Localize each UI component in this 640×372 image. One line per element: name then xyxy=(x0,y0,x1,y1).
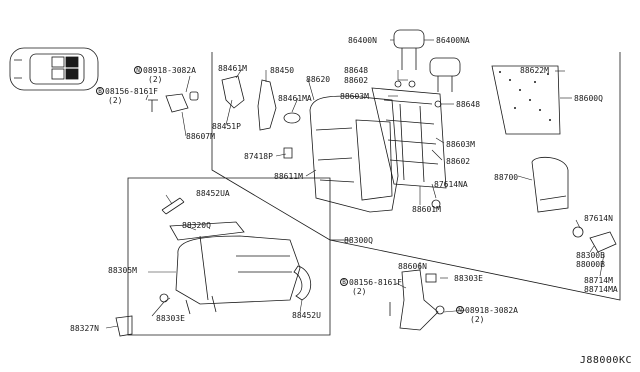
label-88607M: 88607M xyxy=(186,132,215,141)
label-88000B: 88000B xyxy=(576,260,605,269)
wire-88452U xyxy=(293,265,311,301)
latch-assembly xyxy=(389,269,445,331)
headrest-side xyxy=(429,57,461,92)
bracket-88461M xyxy=(221,75,245,109)
label-88305M: 88305M xyxy=(108,266,137,275)
label-88648-top: 88648 xyxy=(344,66,369,75)
label-88320Q: 88320Q xyxy=(182,221,211,230)
seat-back-cushion xyxy=(309,95,399,213)
label-88606N: 88606N xyxy=(398,262,427,271)
label-88461MA: 88461MA xyxy=(278,94,312,103)
lower-cushion-frame xyxy=(127,177,331,336)
seat-back-frame xyxy=(371,87,447,189)
label-88622M: 88622M xyxy=(520,66,549,75)
side-cushion xyxy=(531,156,569,213)
label-88450: 88450 xyxy=(270,66,295,75)
label-88303E-right: 88303E xyxy=(454,274,483,283)
label-88603M-right: 88603M xyxy=(446,140,475,149)
label-88452UA: 88452UA xyxy=(196,189,230,198)
nut-symbol: N xyxy=(134,66,142,74)
bolt-symbol-2: B xyxy=(340,278,348,286)
qty-bolt-left: (2) xyxy=(108,96,123,105)
cap-88461MA xyxy=(283,112,301,124)
label-88620: 88620 xyxy=(306,75,331,84)
nut-symbol-2: N xyxy=(456,306,464,314)
wire-88452UA xyxy=(161,197,185,215)
knob-88000B xyxy=(589,231,617,253)
label-88451P: 88451P xyxy=(212,122,241,131)
diagram-code: J88000KC xyxy=(579,355,632,366)
clip-87418P xyxy=(283,147,293,159)
label-88602-top: 88602 xyxy=(344,76,369,85)
label-88602-right: 88602 xyxy=(446,157,471,166)
label-88452U: 88452U xyxy=(292,311,321,320)
label-88714MA: 88714MA xyxy=(584,285,618,294)
bracket-88327N xyxy=(115,315,133,337)
label-88601M: 88601M xyxy=(412,205,441,214)
label-88600Q: 88600Q xyxy=(574,94,603,103)
label-88300Q: 88300Q xyxy=(344,236,373,245)
label-88300B: 88300B xyxy=(576,251,605,260)
bracket-88607M xyxy=(165,93,189,113)
back-panel xyxy=(491,65,561,135)
label-86400N: 86400N xyxy=(348,36,377,45)
hinge-88450 xyxy=(257,79,277,131)
label-87614NA: 87614NA xyxy=(434,180,468,189)
label-88303E-lower: 88303E xyxy=(156,314,185,323)
label-88603M-top: 88603M xyxy=(340,92,369,101)
label-88327N: 88327N xyxy=(70,324,99,333)
label-88648-right: 88648 xyxy=(456,100,481,109)
qty-nut-top: (2) xyxy=(148,75,163,84)
qty-nut-bottom: (2) xyxy=(470,315,485,324)
cushion-frame xyxy=(169,221,245,241)
headrest-center xyxy=(393,29,425,70)
label-87614N: 87614N xyxy=(584,214,613,223)
label-88714M: 88714M xyxy=(584,276,613,285)
bolt-symbol: B xyxy=(96,87,104,95)
label-88611M: 88611M xyxy=(274,172,303,181)
seat-cushion xyxy=(175,235,301,305)
qty-bolt-right: (2) xyxy=(352,287,367,296)
label-88461M: 88461M xyxy=(218,64,247,73)
label-87418P: 87418P xyxy=(244,152,273,161)
label-86400NA: 86400NA xyxy=(436,36,470,45)
vehicle-icon xyxy=(9,47,99,91)
label-88700: 88700 xyxy=(494,173,519,182)
